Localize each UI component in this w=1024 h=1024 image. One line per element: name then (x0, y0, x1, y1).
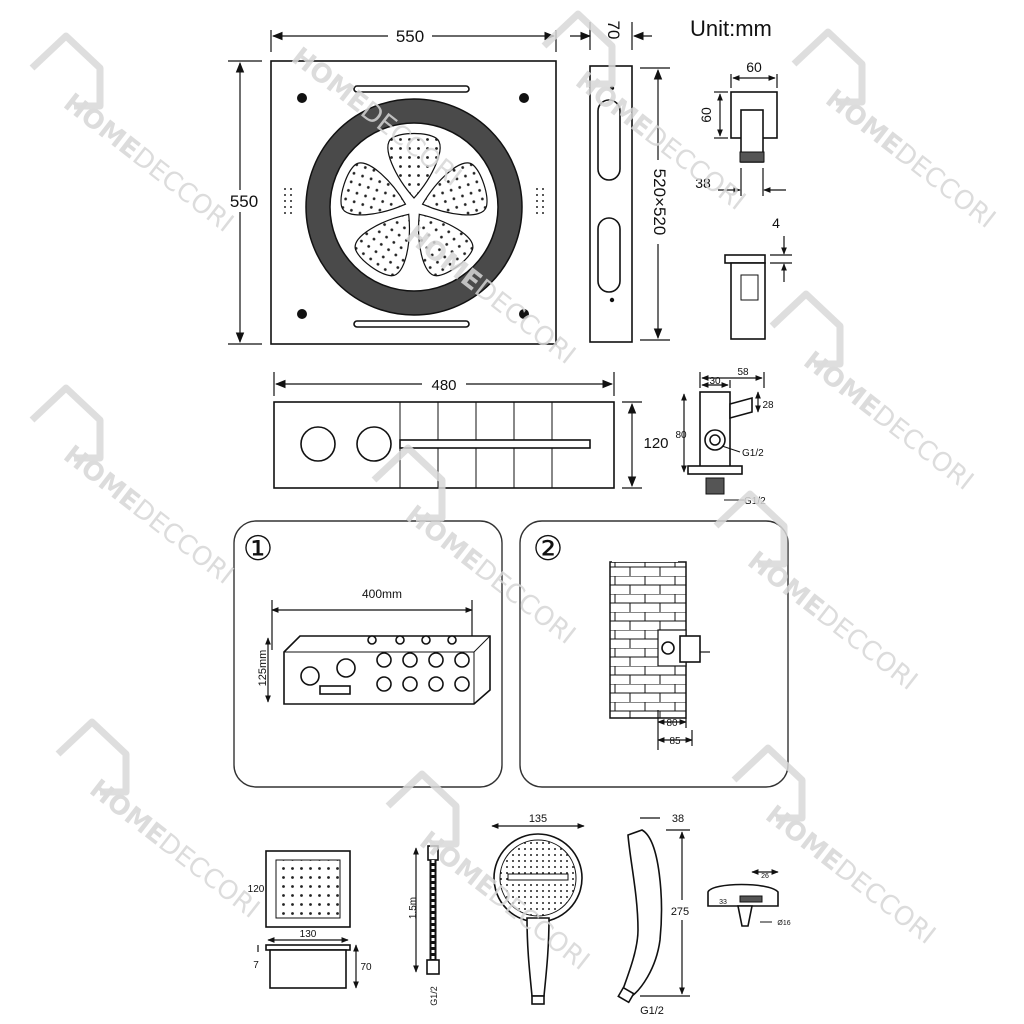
hand-depth-label: 38 (672, 813, 684, 825)
step-1-height-label: 125mm (257, 650, 269, 687)
step-1-length-label: 400mm (362, 587, 402, 601)
head-width-label: 550 (396, 27, 424, 46)
body-jet: 120 130 7 70 (248, 850, 372, 989)
arm-depth-label: 38 (695, 175, 711, 191)
control-panel: 480 120 (273, 372, 672, 489)
hose-length-label: 1.5m (408, 897, 419, 919)
step-2-number: ② (533, 530, 563, 568)
head-depth-label: 70 (604, 21, 623, 40)
holder-a-label: 30 (709, 376, 721, 387)
hose-thread-label: G1/2 (429, 986, 439, 1006)
head-height-label: 550 (230, 192, 258, 211)
jet-b-label: 70 (360, 962, 372, 973)
svg-text:HOMEDECCORI: HOMEDECCORI (58, 88, 239, 239)
svg-text:HOMEDECCORI: HOMEDECCORI (798, 346, 979, 497)
valve-body (283, 635, 491, 705)
hand-shower-front: 135 (491, 813, 585, 1005)
hand-diameter-label: 135 (529, 813, 547, 825)
step-2-depth-a: 80 (666, 718, 678, 729)
holder-b-label: 28 (762, 400, 774, 411)
shower-head-side: 70 520×520 (570, 21, 670, 343)
hand-thread-label: G1/2 (640, 1005, 664, 1017)
holder-thread-label: G1/2 (742, 448, 764, 459)
valve-knob (356, 426, 392, 462)
elbow-a-label: 26 (761, 873, 769, 880)
ceiling-arm: 60 60 38 4 (695, 59, 792, 340)
brand-watermark: HOMEDECCORI (29, 384, 239, 591)
panel-width-label: 480 (431, 377, 456, 394)
step-2-panel: ② 80 85 (519, 520, 789, 788)
panel-height-label: 120 (643, 435, 668, 452)
wall-elbow: 26 33 Ø16 (707, 869, 791, 927)
elbow-b-label: 33 (719, 899, 727, 906)
spray-petal (387, 132, 441, 199)
valve-knob (300, 426, 336, 462)
jet-height-label: 120 (248, 884, 265, 895)
light-slot (353, 320, 470, 328)
svg-text:HOMEDECCORI: HOMEDECCORI (820, 84, 1001, 235)
shower-hose: 1.5m G1/2 (408, 845, 440, 1006)
svg-text:HOMEDECCORI: HOMEDECCORI (84, 774, 265, 925)
arm-height-label: 60 (698, 107, 714, 123)
step-1-number: ① (243, 530, 273, 568)
step-1-panel: ① 400mm 125mm (233, 520, 503, 788)
hand-shower-side: 38 275 G1/2 (617, 813, 700, 1017)
arm-thickness-label: 4 (772, 215, 780, 231)
unit-label: Unit:mm (690, 16, 772, 41)
elbow-c-label: Ø16 (777, 920, 790, 927)
brick-wall (609, 556, 710, 719)
head-inner-label: 520×520 (650, 169, 669, 236)
holder-bracket: 58 30 28 80 G1/2 G1/2 (675, 367, 774, 507)
light-slot (353, 85, 470, 93)
holder-height-label: 80 (675, 430, 687, 441)
brand-watermark: HOMEDECCORI (769, 290, 979, 497)
svg-text:HOMEDECCORI: HOMEDECCORI (760, 800, 941, 951)
arm-width-label: 60 (746, 59, 762, 75)
jet-a-label: 7 (253, 960, 259, 971)
shower-head-front: 550 550 (226, 24, 557, 345)
brand-watermark: HOMEDECCORI (29, 32, 239, 239)
hand-length-label: 275 (671, 906, 689, 918)
step-2-depth-b: 85 (669, 736, 681, 747)
holder-width-label: 58 (737, 367, 749, 378)
brand-watermark: HOMEDECCORI (791, 28, 1001, 235)
svg-text:HOMEDECCORI: HOMEDECCORI (58, 440, 239, 591)
jet-width-label: 130 (300, 929, 317, 940)
